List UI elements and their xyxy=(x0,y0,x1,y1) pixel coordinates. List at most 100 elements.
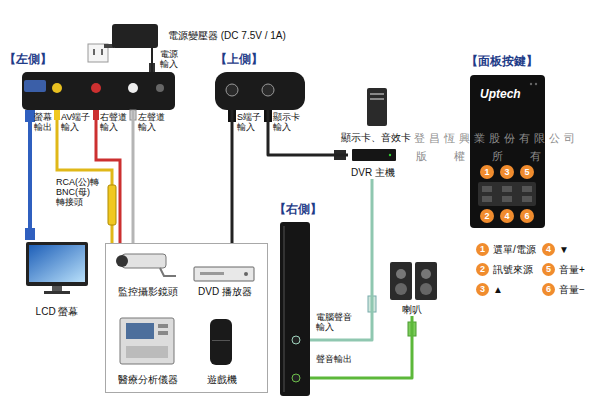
keypad-key xyxy=(482,196,492,202)
callout-number: 1 xyxy=(476,243,489,256)
watermark: 版 權 所 有 xyxy=(416,150,553,162)
speaker-box xyxy=(415,262,437,300)
top-panel-body xyxy=(215,72,305,110)
port-label: 聲音輸出 xyxy=(316,355,356,365)
av-port xyxy=(52,83,62,93)
power-adapter: 電源變壓器 (DC 7.5V / 1A) xyxy=(112,24,158,48)
lcd-frame xyxy=(26,242,88,286)
port-label: 左聲道輸入 xyxy=(138,113,167,133)
panel-button xyxy=(480,165,494,179)
port-label: 電腦聲音輸入 xyxy=(316,313,356,333)
dvr-unit: DVR 主機 xyxy=(348,147,398,179)
outlet-slot xyxy=(93,49,95,55)
speaker-cone xyxy=(420,283,432,295)
lcd-base xyxy=(44,291,70,294)
device-caption: LCD 螢幕 xyxy=(36,306,79,317)
legend-text: 訊號來源 xyxy=(493,263,533,276)
port-label: 螢幕輸出 xyxy=(34,113,54,133)
medical-button xyxy=(158,324,168,328)
power-cable xyxy=(151,48,153,72)
audio-port xyxy=(91,83,101,93)
callout-number: 6 xyxy=(520,209,534,223)
dvd-button xyxy=(244,272,248,276)
side-heading: 【面板按鍵】 xyxy=(466,55,538,68)
camera-body xyxy=(122,254,166,268)
panel-dot xyxy=(535,83,537,85)
legend-text: 音量+ xyxy=(559,263,585,276)
audio-port xyxy=(128,83,138,93)
left-panel-body xyxy=(22,72,175,110)
device-caption: 監控攝影鏡頭 xyxy=(118,286,178,297)
lcd-screen xyxy=(29,245,85,282)
keypad-key xyxy=(502,196,512,202)
speaker-box xyxy=(390,262,412,300)
side-heading: 【右側】 xyxy=(274,203,322,216)
device-note: 電源變壓器 (DC 7.5V / 1A) xyxy=(168,30,286,41)
port-label: 右聲道輸入 xyxy=(100,113,129,133)
legend-text: ▼ xyxy=(559,243,569,256)
pc: 顯示卡、音效卡 xyxy=(339,86,413,144)
callout-number: 5 xyxy=(520,165,534,179)
callout-number: 4 xyxy=(500,209,514,223)
legend-swatch: 3 xyxy=(476,283,489,296)
power-port xyxy=(156,84,164,92)
speaker: 喇叭 xyxy=(384,258,440,316)
port-label: 電源輸入 xyxy=(160,50,180,70)
keypad xyxy=(478,182,536,206)
console-stripe xyxy=(212,340,230,341)
callout-number: 3 xyxy=(500,165,514,179)
side-heading: 【上側】 xyxy=(215,53,263,66)
keypad-key xyxy=(522,186,532,192)
lcd-stand xyxy=(52,286,62,291)
console-body xyxy=(210,319,232,365)
panel-edge xyxy=(283,226,285,392)
bnc-adapter xyxy=(108,185,116,225)
rca-plug xyxy=(54,110,60,120)
panel-button xyxy=(480,209,494,223)
game-console: 遊戲機 xyxy=(194,314,250,386)
camera-lens xyxy=(116,255,128,267)
speaker-cone xyxy=(395,283,407,295)
panel-button xyxy=(500,165,514,179)
watermark: 登昌恆興業股份有限公司 xyxy=(414,132,579,144)
keypad-key xyxy=(502,186,512,192)
top-panel: 【上側】 xyxy=(215,72,305,110)
medical-device: 醫療分析儀器 xyxy=(112,314,184,386)
audio-cable xyxy=(132,110,135,243)
display-cable xyxy=(268,110,348,155)
device-caption: 喇叭 xyxy=(402,304,422,315)
keypad-key xyxy=(522,196,532,202)
callout-number: 2 xyxy=(480,209,494,223)
device-caption: 醫療分析儀器 xyxy=(118,374,178,385)
vga-port xyxy=(24,80,46,92)
legend-swatch: 1 xyxy=(476,243,489,256)
panel-dot xyxy=(530,83,532,85)
callout-number: 2 xyxy=(476,263,489,276)
dvd-player: DVD 播放器 xyxy=(186,260,264,298)
panel-button xyxy=(500,209,514,223)
callout-number: 5 xyxy=(542,263,555,276)
callout-number: 3 xyxy=(476,283,489,296)
audio-jack xyxy=(292,374,300,382)
device-caption: DVR 主機 xyxy=(351,167,395,178)
right-panel-body xyxy=(280,222,310,396)
drive-slot xyxy=(370,93,384,95)
legend-text: 選單/電源 xyxy=(493,243,536,256)
pc-tower xyxy=(367,88,387,126)
device-caption: 遊戲機 xyxy=(207,374,237,385)
legend-swatch: 6 xyxy=(542,283,555,296)
svideo-port xyxy=(226,84,238,96)
svideo-cable xyxy=(231,110,234,243)
display-port xyxy=(262,84,274,96)
medical-body xyxy=(120,318,174,364)
legend-swatch: 2 xyxy=(476,263,489,276)
medical-screen xyxy=(126,323,154,339)
legend-text: 音量− xyxy=(559,283,585,296)
callout-number: 1 xyxy=(480,165,494,179)
legend-swatch: 5 xyxy=(542,263,555,276)
keypad-key xyxy=(482,186,492,192)
device-caption: DVD 播放器 xyxy=(198,286,252,297)
adapter-label: RCA(公)轉 BNC(母) 轉接頭 xyxy=(56,178,101,208)
legend-swatch: 4 xyxy=(542,243,555,256)
camera: 監控攝影鏡頭 xyxy=(112,248,184,298)
